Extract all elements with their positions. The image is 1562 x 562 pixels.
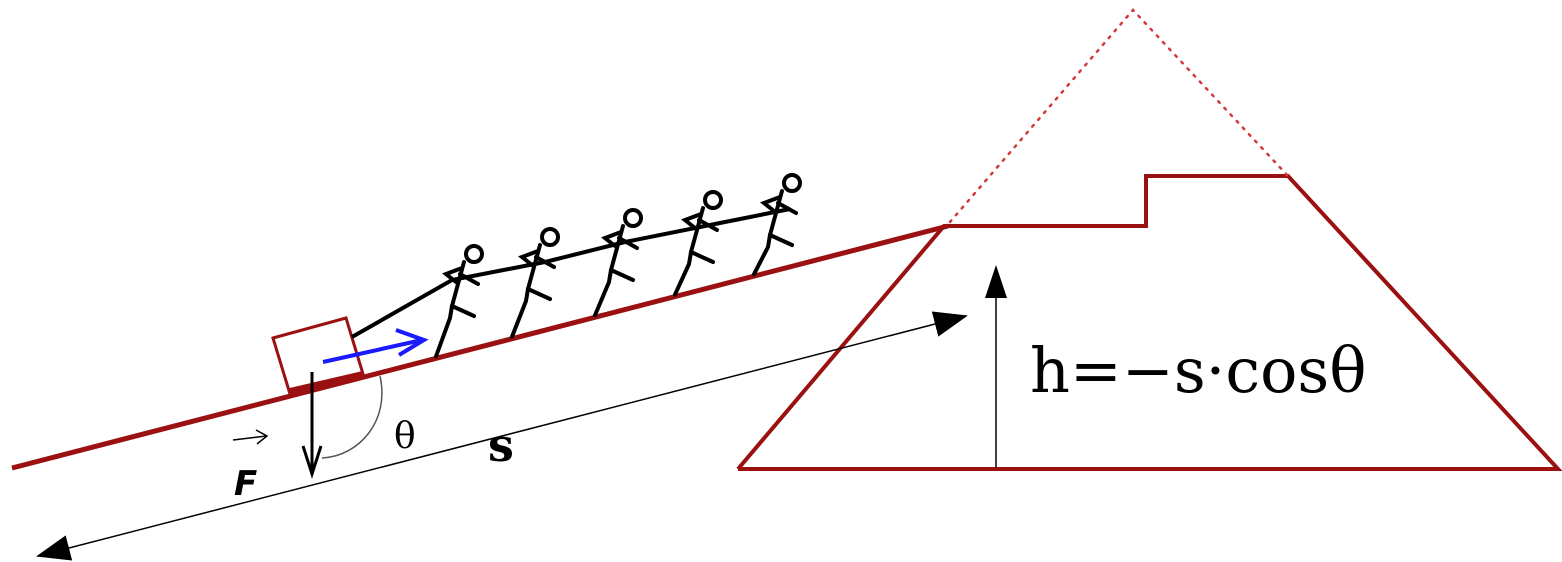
rope bbox=[351, 207, 791, 339]
pyramid-outline bbox=[736, 174, 1562, 471]
stick-figure bbox=[434, 244, 484, 359]
force-label: F bbox=[234, 464, 257, 504]
ramp-line bbox=[11, 223, 949, 471]
force-vector-symbol bbox=[232, 429, 269, 445]
distance-arrow bbox=[36, 311, 968, 561]
stick-figures bbox=[434, 173, 802, 359]
height-arrow bbox=[985, 265, 1007, 468]
height-equation: h=−s·cosθ bbox=[1030, 334, 1367, 407]
pyramid-apex-dotted bbox=[948, 8, 1290, 224]
angle-label: θ bbox=[394, 416, 416, 457]
angle-arc bbox=[321, 375, 383, 459]
stick-figure bbox=[673, 190, 723, 297]
stick-figure bbox=[752, 173, 802, 277]
distance-label: s bbox=[488, 418, 514, 472]
stick-figure bbox=[593, 208, 643, 318]
stick-figure bbox=[510, 227, 560, 339]
